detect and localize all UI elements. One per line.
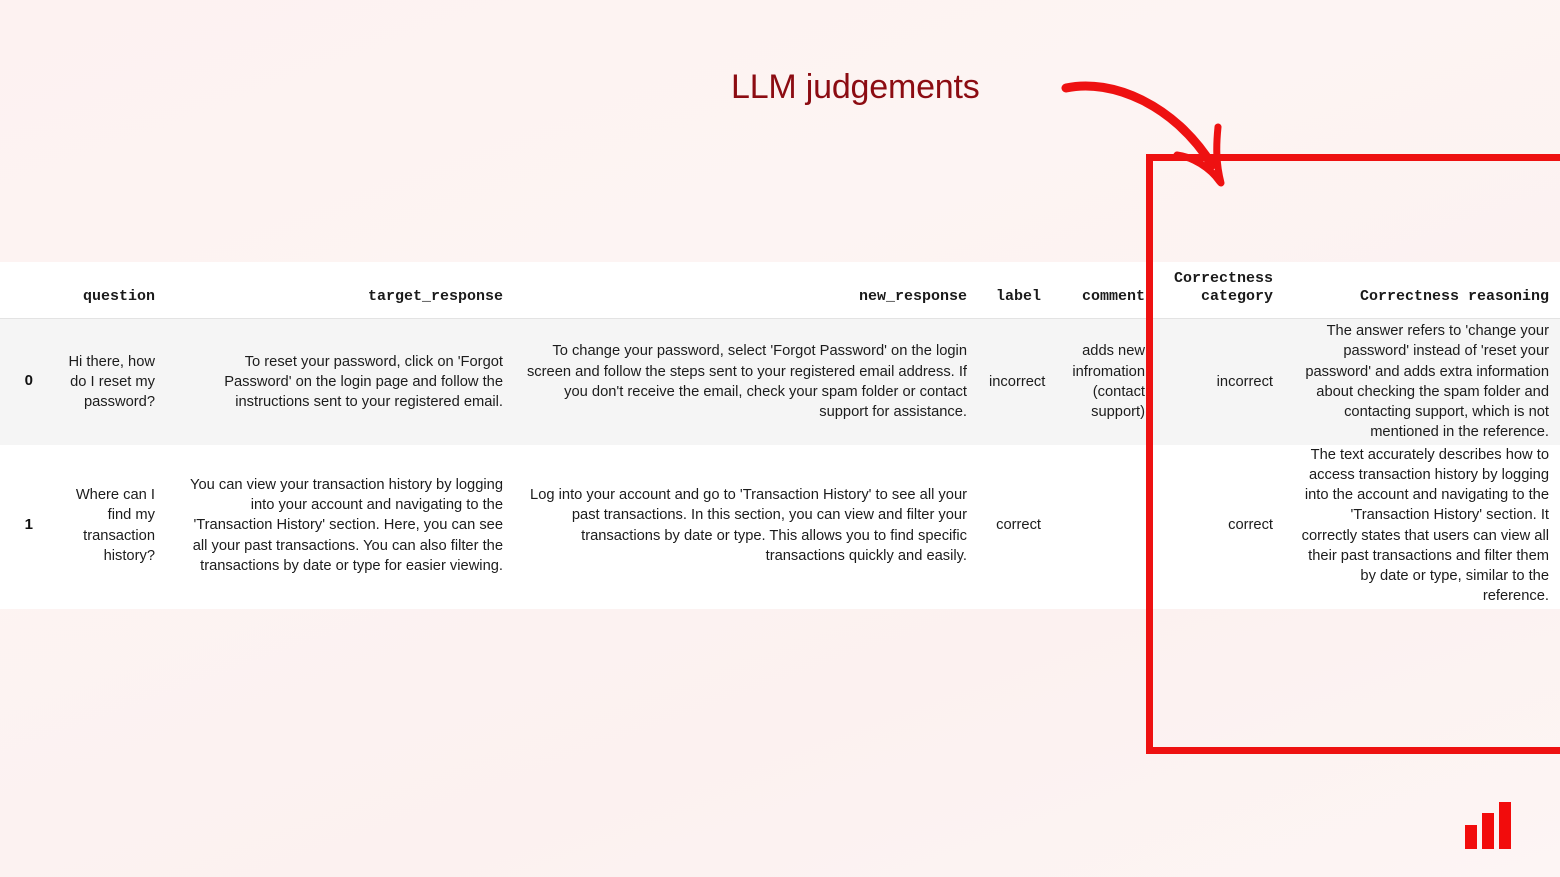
- cell-correctness-reasoning: The answer refers to 'change your passwo…: [1305, 323, 1549, 441]
- logo-bar-1: [1465, 825, 1477, 849]
- column-header-correctness-category: Correctness category: [1156, 262, 1284, 319]
- table-body: 0 Hi there, how do I reset my password? …: [0, 318, 1560, 607]
- cell-target-response: You can view your transaction history by…: [190, 477, 503, 574]
- logo-bar-2: [1482, 813, 1494, 849]
- dataframe-table: question target_response new_response la…: [0, 262, 1560, 607]
- column-header-new-response: new_response: [514, 262, 978, 319]
- cell-label: incorrect: [989, 373, 1046, 390]
- table-row: 0 Hi there, how do I reset my password? …: [0, 318, 1560, 445]
- row-index: 1: [24, 516, 33, 534]
- table-row: 1 Where can I find my transaction histor…: [0, 445, 1560, 607]
- llm-judgements-table: question target_response new_response la…: [0, 262, 1560, 609]
- column-header-label: label: [978, 262, 1052, 319]
- column-header-question: question: [44, 262, 166, 319]
- row-index: 0: [24, 372, 33, 390]
- cell-target-response: To reset your password, click on 'Forgot…: [224, 353, 503, 410]
- cell-correctness-category: incorrect: [1216, 373, 1273, 390]
- cell-question: Where can I find my transaction history?: [75, 487, 155, 564]
- column-header-index: [0, 262, 44, 319]
- logo-bar-3: [1499, 802, 1511, 849]
- bar-chart-logo: [1465, 801, 1521, 849]
- cell-new-response: Log into your account and go to 'Transac…: [530, 487, 967, 564]
- cell-new-response: To change your password, select 'Forgot …: [526, 343, 967, 420]
- cell-correctness-category: correct: [1228, 517, 1273, 534]
- column-header-correctness-reasoning: Correctness reasoning: [1284, 262, 1560, 319]
- table-header: question target_response new_response la…: [0, 262, 1560, 319]
- cell-comment: [1052, 445, 1156, 606]
- cell-comment: adds new infromation (contact support): [1072, 343, 1145, 420]
- cell-label: correct: [996, 517, 1041, 534]
- slide-title: LLM judgements: [731, 68, 980, 106]
- table-header-row: question target_response new_response la…: [0, 262, 1560, 319]
- cell-question: Hi there, how do I reset my password?: [68, 353, 155, 410]
- cell-correctness-reasoning: The text accurately describes how to acc…: [1301, 447, 1549, 604]
- column-header-target-response: target_response: [166, 262, 514, 319]
- column-header-comment: comment: [1052, 262, 1156, 319]
